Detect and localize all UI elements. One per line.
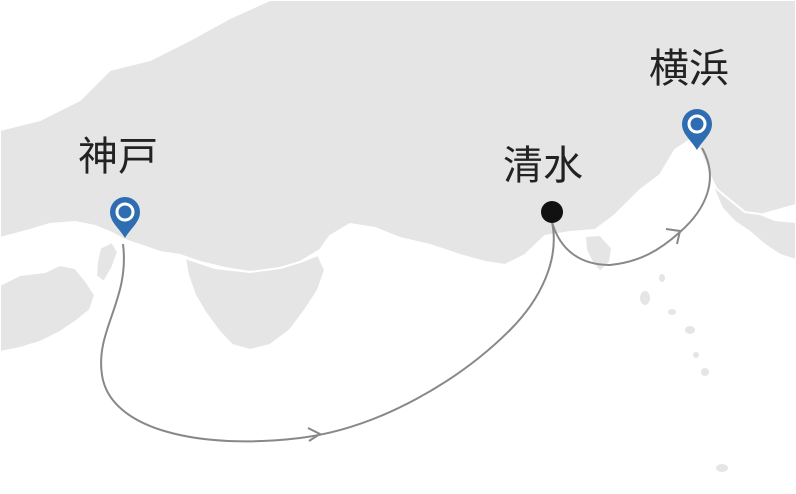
port-dot-shimizu[interactable] bbox=[541, 201, 563, 223]
port-label-shimizu: 清水 bbox=[503, 143, 583, 189]
land-layer bbox=[0, 0, 796, 474]
izu-islands bbox=[638, 272, 730, 474]
map-pin-icon[interactable] bbox=[682, 109, 712, 150]
port-label-yokohama: 横浜 bbox=[649, 46, 729, 92]
route-arrow-leg-2 bbox=[665, 228, 682, 245]
landmass-kii-peninsula bbox=[183, 253, 327, 352]
map-pin-icon[interactable] bbox=[110, 197, 140, 238]
landmass-shikoku bbox=[0, 263, 97, 354]
route-shimizu-to-yokohama bbox=[551, 147, 711, 267]
landmass-boso bbox=[711, 184, 796, 262]
port-label-kobe: 神戸 bbox=[78, 134, 158, 180]
landmass-awaji bbox=[94, 240, 120, 284]
landmass-izu bbox=[583, 233, 614, 274]
landmass-honshu bbox=[0, 0, 796, 274]
route-kobe-to-shimizu bbox=[100, 221, 555, 443]
route-arrow-leg-1 bbox=[307, 427, 323, 442]
